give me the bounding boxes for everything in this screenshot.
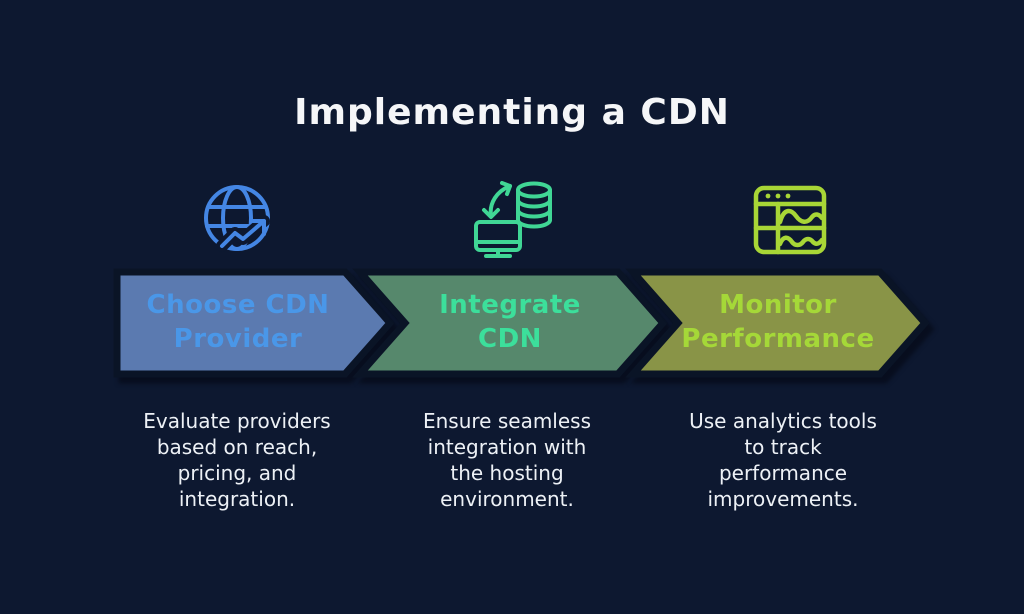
step2-arrow-shape xyxy=(352,268,668,378)
step1-arrow-shape xyxy=(113,268,395,378)
monitor-database-sync-icon xyxy=(462,176,554,262)
process-arrows xyxy=(113,268,930,378)
step1-description: Evaluate providers based on reach, prici… xyxy=(143,409,331,511)
step3-description: Use analytics tools to track performance… xyxy=(689,409,877,511)
step3-arrow-shape xyxy=(625,268,930,378)
globe-growth-icon xyxy=(198,180,286,268)
step2-label: Integrate CDN xyxy=(439,290,581,354)
step3-label: Monitor Performance xyxy=(681,290,875,354)
analytics-dashboard-icon xyxy=(752,184,828,256)
page-title: Implementing a CDN xyxy=(294,92,730,133)
step1-label: Choose CDN Provider xyxy=(146,290,330,354)
step2-description: Ensure seamless integration with the hos… xyxy=(422,409,592,511)
